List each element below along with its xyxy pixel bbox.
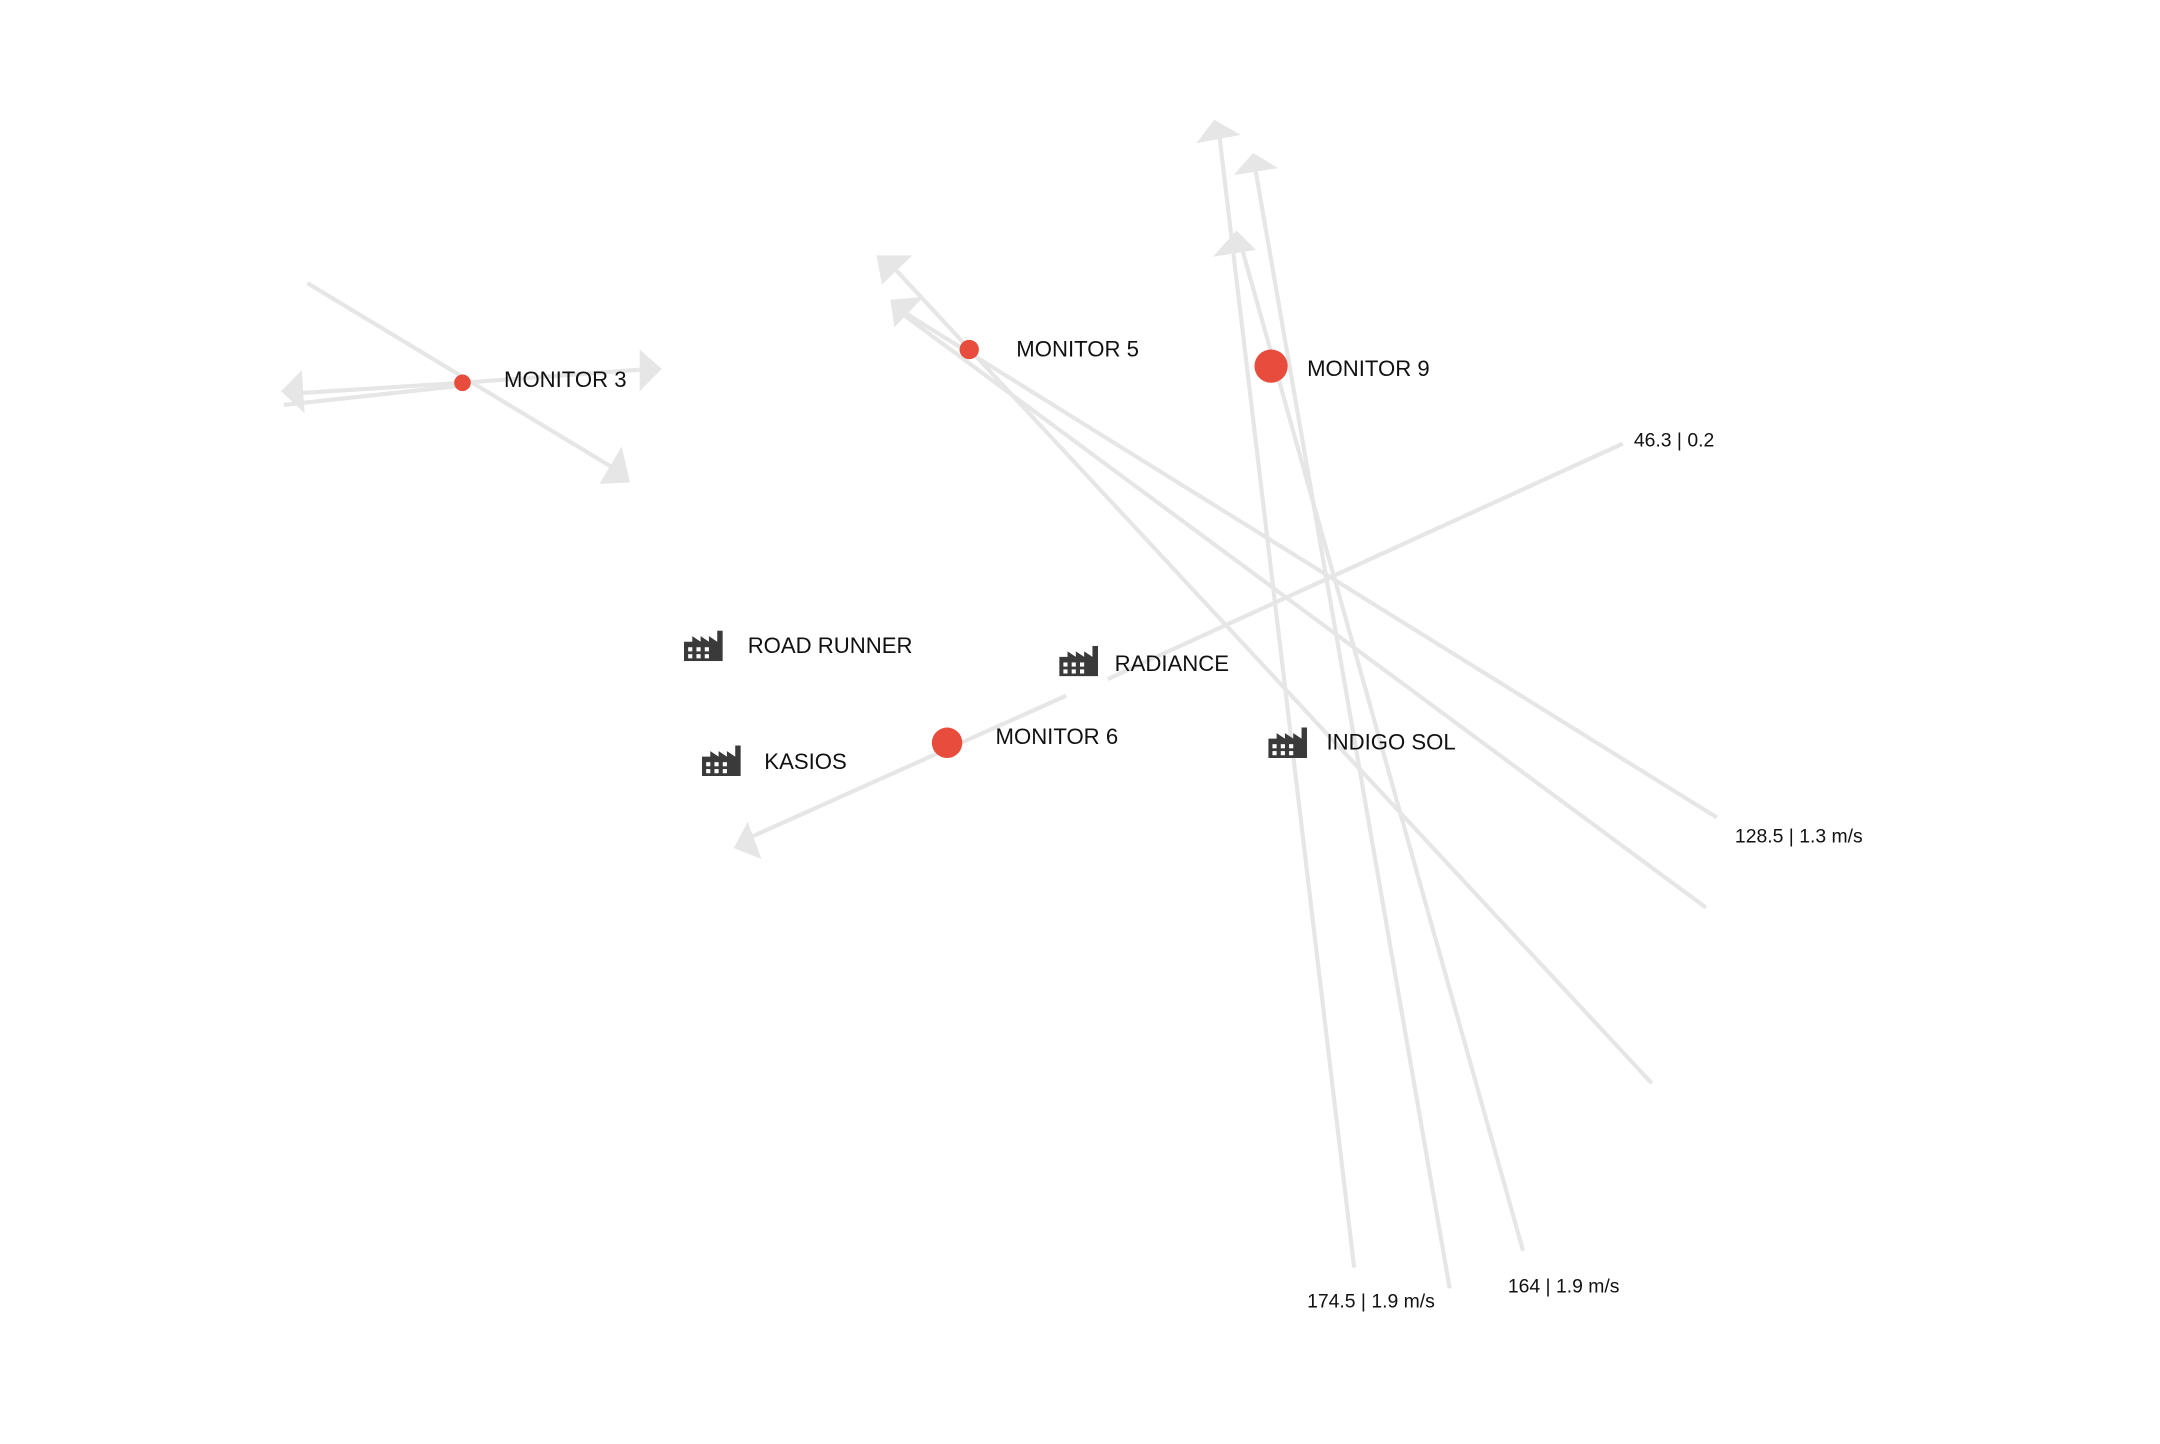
wind-label: 164 | 1.9 m/s: [1508, 1275, 1620, 1297]
monitor-9-vectors: [1196, 119, 1526, 1289]
factory-icon: [1059, 645, 1098, 677]
monitor-label: MONITOR 9: [1307, 356, 1430, 381]
factory-icon: [684, 630, 723, 662]
factory-indigo-sol[interactable]: INDIGO SOL: [1268, 727, 1456, 758]
monitor-label: MONITOR 6: [996, 724, 1119, 749]
monitor-5[interactable]: MONITOR 5: [959, 336, 1139, 361]
arrowhead-icon: [1212, 230, 1256, 257]
arrowhead-icon: [1233, 152, 1278, 176]
monitor-3[interactable]: MONITOR 3: [454, 367, 627, 392]
factory-icon: [1268, 727, 1308, 758]
monitor-5-vectors: [876, 255, 1719, 1085]
arrowhead-icon: [281, 370, 305, 414]
factory-road-runner[interactable]: ROAD RUNNER: [684, 630, 913, 662]
wind-label: 128.5 | 1.3 m/s: [1735, 825, 1863, 847]
factory-label: RADIANCE: [1115, 651, 1229, 676]
arrowhead-icon: [876, 255, 913, 285]
wind-label: 174.5 | 1.9 m/s: [1307, 1291, 1435, 1313]
factory-label: INDIGO SOL: [1326, 730, 1455, 755]
arrowhead-icon: [639, 349, 662, 392]
factory-icon: [702, 745, 741, 776]
monitor-9[interactable]: MONITOR 9: [1254, 349, 1430, 383]
wind-label: 46.3 | 0.2: [1634, 429, 1714, 451]
factory-radiance[interactable]: RADIANCE: [1059, 645, 1229, 677]
monitor-marker[interactable]: [454, 374, 471, 392]
arrowhead-icon: [599, 446, 630, 484]
monitor-6-vectors: [733, 441, 1624, 860]
monitor-label: MONITOR 3: [504, 367, 627, 392]
arrowhead-icon: [733, 821, 762, 860]
factory-kasios[interactable]: KASIOS: [702, 745, 847, 776]
monitor-marker[interactable]: [931, 727, 963, 758]
arrowhead-icon: [890, 296, 924, 328]
monitor-marker[interactable]: [959, 339, 979, 360]
factory-label: KASIOS: [764, 749, 846, 774]
factory-label: ROAD RUNNER: [748, 633, 913, 658]
arrowhead-icon: [1196, 119, 1241, 144]
monitor-marker[interactable]: [1254, 349, 1288, 383]
monitor-6[interactable]: MONITOR 6: [931, 724, 1119, 758]
monitor-label: MONITOR 5: [1016, 336, 1139, 361]
